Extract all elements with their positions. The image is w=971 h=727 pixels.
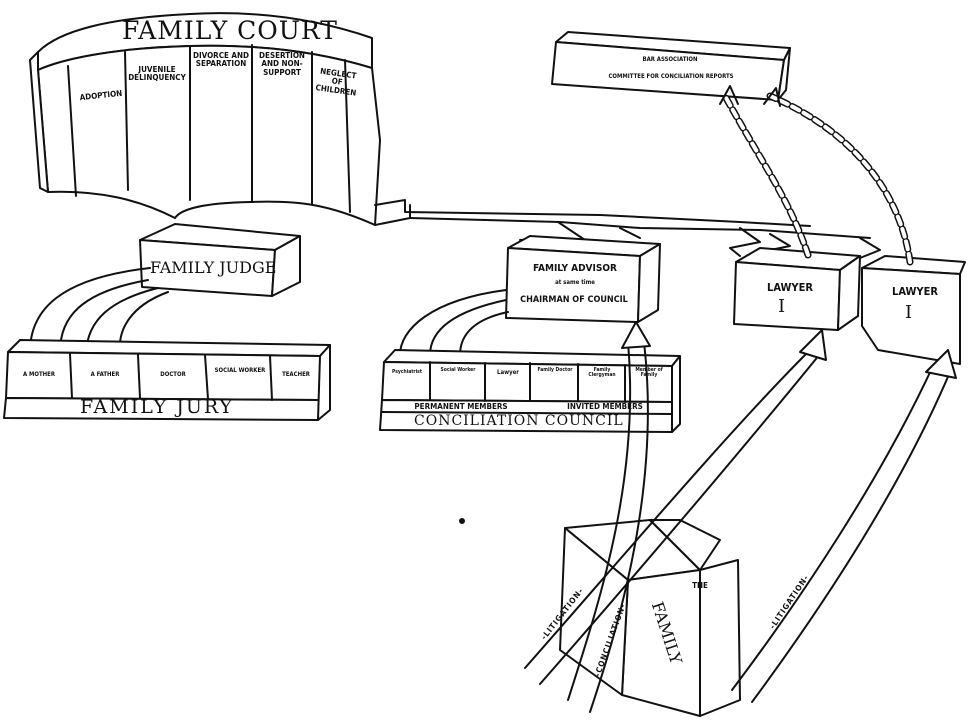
family-advisor-line3: CHAIRMAN of COUNCIL — [508, 296, 640, 305]
bar-association-line2: COMMITTEE for CONCILIATION REPORTS — [566, 74, 776, 80]
family-advisor-line2: at same time — [510, 280, 640, 286]
division-desertion: DESERTION and NON-SUPPORT — [254, 52, 310, 77]
division-juvenile: JUVENILE DELINQUENCY — [128, 66, 186, 83]
stray-dot — [460, 519, 464, 523]
jury-member-father: A FATHER — [72, 372, 138, 378]
family-jury-label: FAMILY JURY — [80, 398, 234, 418]
jury-member-social-worker: SOCIAL WORKER — [210, 368, 270, 374]
advisor-to-council-arrows — [400, 290, 508, 355]
lawyer-2-numeral: I — [905, 304, 912, 323]
report-paths — [720, 86, 910, 262]
litigation-arrow-right — [732, 350, 956, 702]
council-member-psychiatrist: Psychiatrist — [384, 370, 430, 375]
family-judge-label: FAMILY JUDGE — [150, 260, 276, 277]
lawyer-1-numeral: I — [778, 298, 785, 317]
jury-member-teacher: TEACHER — [272, 372, 320, 378]
permanent-members-label: PERMANENT MEMBERS — [386, 403, 536, 411]
jury-member-mother: A MOTHER — [8, 372, 70, 378]
bar-association-line1: BAR ASSOCIATION — [600, 57, 740, 63]
family-court-title: FAMILY COURT — [122, 18, 338, 44]
bar-association-box — [552, 32, 790, 100]
judge-to-jury-arrows — [30, 268, 168, 352]
lawyer-box-2 — [862, 256, 965, 364]
council-member-family-doctor: Family Doctor — [532, 368, 578, 373]
lawyer-2-label: LAWYER — [870, 286, 960, 298]
invited-members-label: INVITED MEMBERS — [540, 403, 670, 411]
family-advisor-line1: FAMILY ADVISOR — [510, 264, 640, 275]
council-member-family-clergyman: Family Clergyman — [580, 368, 624, 379]
conciliation-council-label: CONCILIATION COUNCIL — [414, 414, 624, 429]
council-member-social-worker: Social Worker — [432, 368, 484, 373]
division-divorce: DIVORCE and SEPARATION — [192, 52, 250, 69]
council-member-member-of-family: Member of Family — [627, 368, 671, 379]
family-house-line1: THE — [680, 582, 720, 590]
lawyer-1-label: LAWYER — [750, 282, 830, 294]
council-member-lawyer: Lawyer — [487, 370, 529, 376]
jury-member-doctor: DOCTOR — [140, 372, 206, 378]
family-house — [560, 520, 740, 716]
